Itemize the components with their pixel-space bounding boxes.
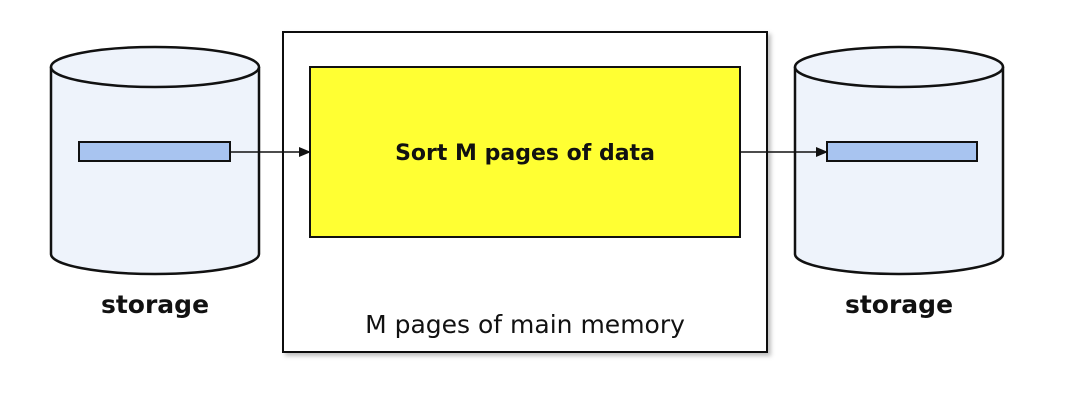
left-storage-page <box>78 141 231 162</box>
left-storage-label: storage <box>101 290 209 319</box>
left-cylinder-top <box>49 45 261 89</box>
main-memory-label: M pages of main memory <box>365 310 685 339</box>
main-memory: Sort M pages of data M pages of main mem… <box>282 31 768 353</box>
left-storage-cylinder <box>49 45 261 276</box>
right-cylinder-top <box>793 45 1005 89</box>
sort-process-label: Sort M pages of data <box>395 141 655 166</box>
sort-process-box <box>309 66 741 238</box>
right-storage-label: storage <box>845 290 953 319</box>
left-cylinder-body <box>49 67 261 276</box>
right-storage-page <box>826 141 978 162</box>
right-storage-cylinder <box>793 45 1005 276</box>
right-cylinder-body <box>793 67 1005 276</box>
